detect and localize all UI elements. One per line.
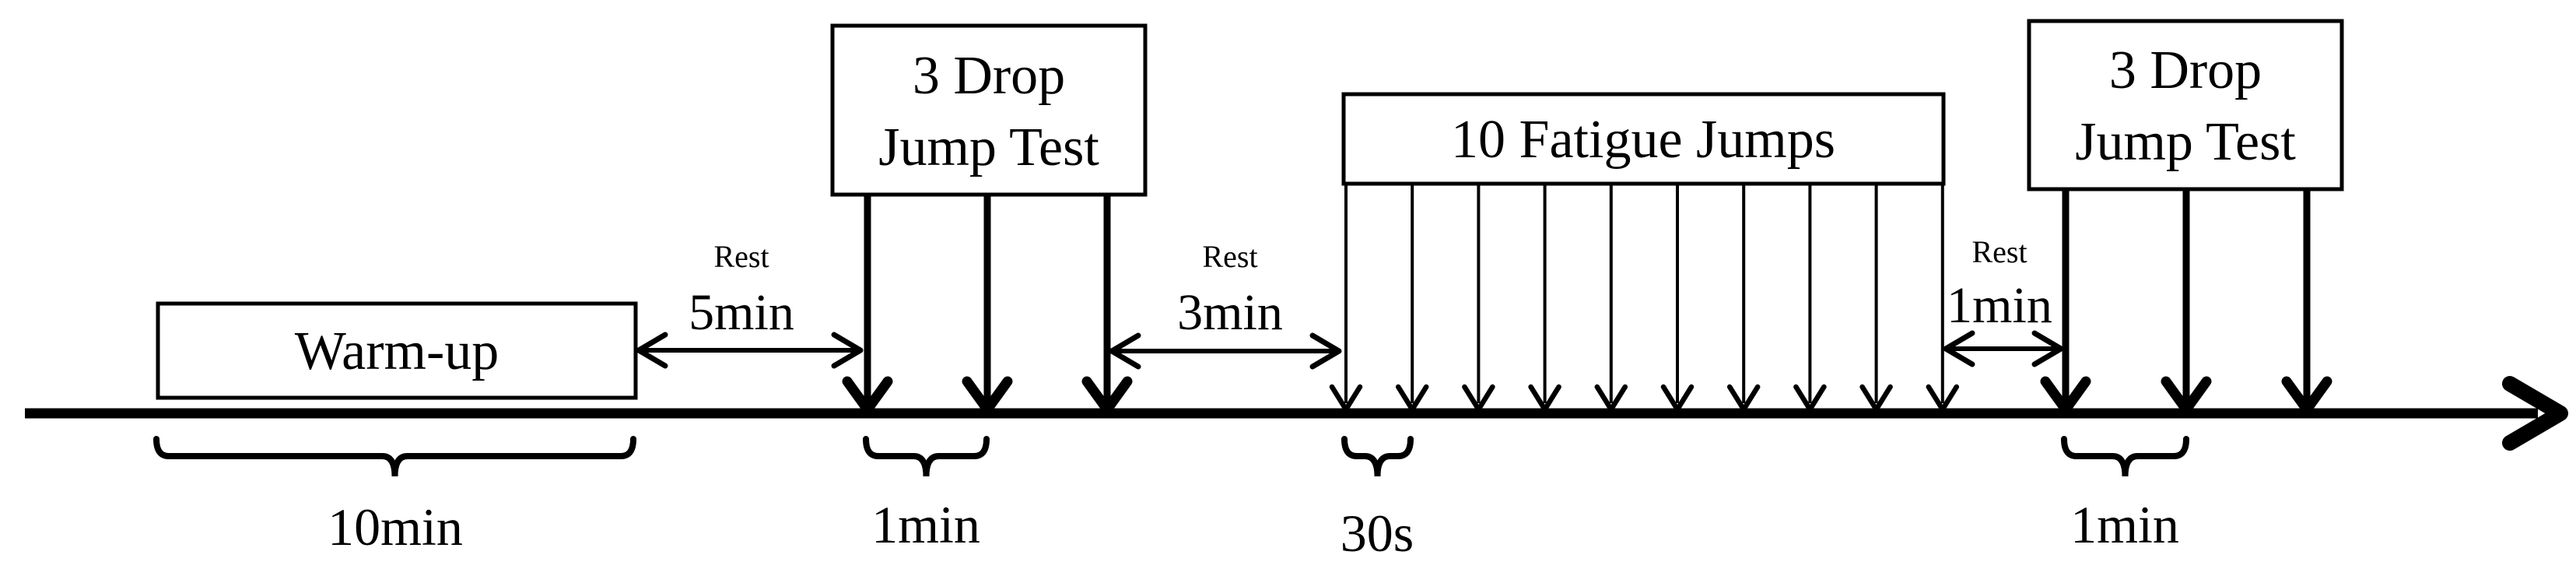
warmup-box [156,301,638,400]
rest-2-label: Rest [1202,239,1257,274]
drop-jump-test-2-duration: 1min [2070,495,2179,554]
timeline-arrowhead-icon [2502,376,2568,451]
drop-jump-test-2-label-line2: Jump Test [2075,112,2296,172]
rest-2-arrow-right-head-icon [1309,332,1342,370]
drop-jump-test-1-label-line2: Jump Test [878,118,1099,177]
rest-1-arrow-left-head-icon [636,332,668,369]
warmup-label: Warm-up [295,321,499,381]
drop-jump-test-2-label-line1: 3 Drop [2109,40,2262,100]
fatigue-jumps-label: 10 Fatigue Jumps [1451,110,1835,170]
drop-jump-test-2-box [2027,19,2344,191]
rest-3-duration: 1min [1947,277,2052,334]
rest-2-duration: 3min [1177,284,1283,341]
fatigue-jumps-box [1341,92,1946,186]
fatigue-jumps-duration-brace [1341,436,1414,477]
rest-1-label: Rest [713,239,769,274]
drop-jump-test-1-label-line1: 3 Drop [913,46,1065,106]
fatigue-jumps-duration: 30s [1341,504,1414,563]
rest-2-arrow-left-head-icon [1109,332,1141,370]
rest-3-arrow-right-head-icon [2031,330,2064,367]
drop-jump-test-1-duration-brace [863,436,990,477]
drop-jump-test-1-box [830,23,1148,197]
rest-3-label: Rest [1971,234,2027,269]
rest-1-arrow-right-head-icon [831,332,864,369]
generated-layer [153,184,2332,477]
drop-jump-test-1-duration: 1min [871,495,980,554]
warmup-duration-brace [153,436,636,477]
drop-jump-test-2-duration-brace [2061,436,2189,477]
warmup-duration: 10min [328,497,463,557]
rest-1-duration: 5min [689,284,794,341]
rest-3-arrow-left-head-icon [1943,330,1975,367]
